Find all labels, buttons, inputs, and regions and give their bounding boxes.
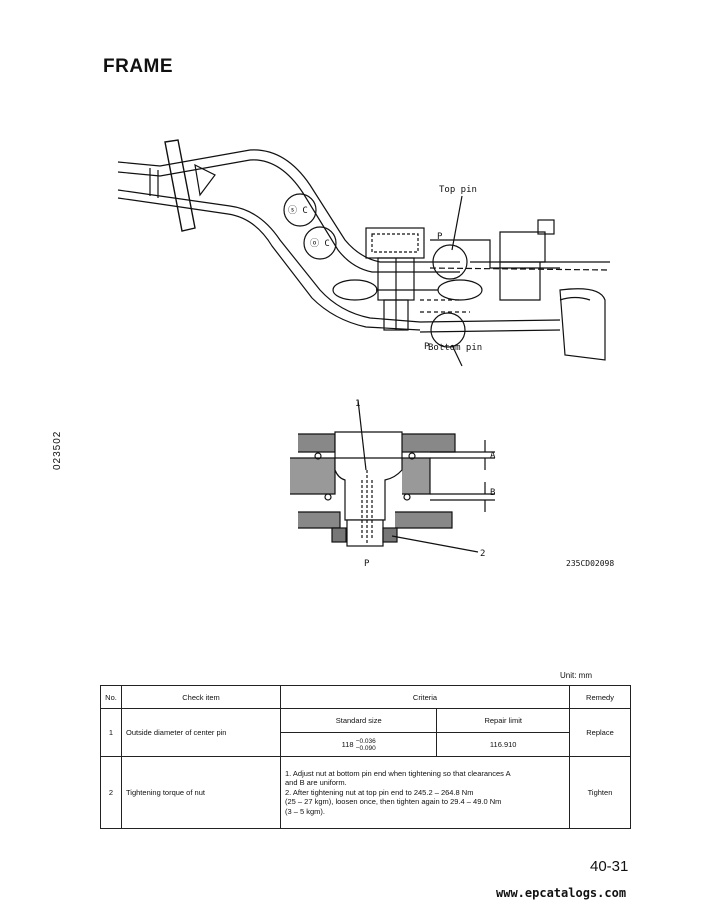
table-row: 2 Tightening torque of nut 1. Adjust nut… <box>100 756 631 829</box>
page-number: 40-31 <box>590 858 629 875</box>
clearance-b-label: B <box>490 488 495 498</box>
p-top-label: P <box>437 232 443 242</box>
p-bottom-label: P <box>424 342 430 352</box>
row2-remedy: Tighten <box>569 756 631 829</box>
tolerance-upper: −0.036 <box>355 737 376 745</box>
row2-check-item: Tightening torque of nut <box>121 756 281 829</box>
row1-no: 1 <box>100 708 122 757</box>
check-table: No. Check item Criteria Remedy 1 Outside… <box>100 685 631 829</box>
pin-section-diagram <box>290 399 495 553</box>
p-section-label: P <box>364 559 370 569</box>
top-pin-label: Top pin <box>439 185 477 195</box>
row1-repair-header: Repair limit <box>436 708 570 733</box>
part-2-label: 2 <box>480 549 485 559</box>
table-header-row: No. Check item Criteria Remedy <box>100 685 631 709</box>
tolerance-lower: −0.090 <box>355 744 376 752</box>
clearance-a-label: A <box>490 451 496 461</box>
row1-standard-header: Standard size <box>279 708 438 733</box>
row2-criteria: 1. Adjust nut at bottom pin end when tig… <box>280 756 570 829</box>
svg-text:ⓞ C: ⓞ C <box>310 238 330 249</box>
criteria-line: 1. Adjust nut at bottom pin end when tig… <box>285 768 511 778</box>
header-criteria: Criteria <box>280 685 570 709</box>
header-no: No. <box>100 685 122 709</box>
unit-note: Unit: mm <box>560 671 592 680</box>
criteria-line: (3 – 5 kgm). <box>285 806 326 816</box>
criteria-line: 2. After tightening nut at top pin end t… <box>285 787 474 797</box>
table-row: 1 Outside diameter of center pin Standar… <box>100 708 631 757</box>
criteria-line: (25 – 27 kgm), loosen once, then tighten… <box>285 797 502 807</box>
tolerance: −0.036 −0.090 <box>356 738 376 752</box>
row1-repair-limit: 116.910 <box>436 732 570 757</box>
standard-base: 118 <box>341 739 354 749</box>
row1-remedy: Replace <box>569 708 631 757</box>
page-title: FRAME <box>103 56 174 77</box>
row1-standard-value: 118 −0.036 −0.090 <box>279 732 438 757</box>
figure-code: 235CD02098 <box>566 559 614 568</box>
svg-text:ⓢ C: ⓢ C <box>288 205 308 216</box>
criteria-line: and B are uniform. <box>285 778 347 788</box>
header-check-item: Check item <box>121 685 281 709</box>
watermark-url[interactable]: www.epcatalogs.com <box>496 886 627 900</box>
row1-check-item: Outside diameter of center pin <box>121 708 281 757</box>
table-row: 118 −0.036 −0.090 116.910 <box>101 732 631 757</box>
header-remedy: Remedy <box>569 685 631 709</box>
bottom-pin-label: Bottom pin <box>428 343 482 353</box>
part-1-label: 1 <box>355 399 360 409</box>
row2-no: 2 <box>100 756 122 829</box>
